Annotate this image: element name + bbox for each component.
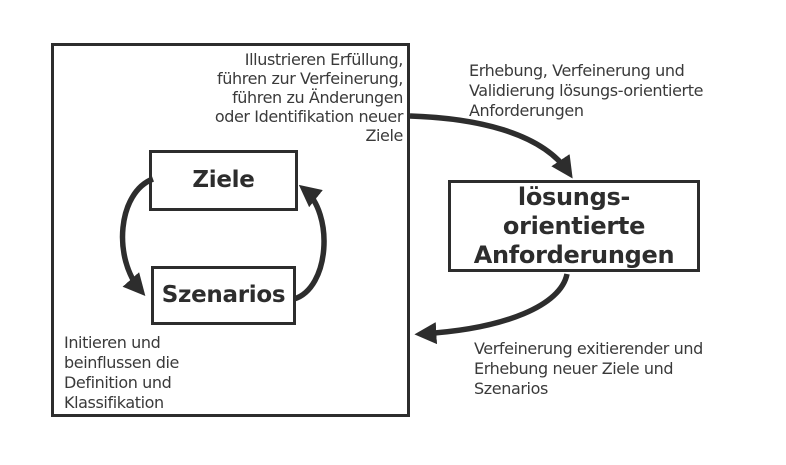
arrow-solution-requirements-to-cycle-icon [414,273,570,345]
annotation-elicitation-validation: Erhebung, Verfeinerung und Validierung l… [469,61,704,120]
szenarios-box: Szenarios [151,266,296,325]
szenarios-label: Szenarios [161,281,286,308]
solution-requirements-label: lösungs- orientierte Anforderungen [473,182,675,269]
goals-scenarios-boundary-box [51,43,410,417]
annotation-initiate-influence: Initieren und beinflussen die Definition… [64,333,179,412]
solution-requirements-box: lösungs- orientierte Anforderungen [448,180,700,272]
annotation-refinement-new-goals: Verfeinerung exitierender und Erhebung n… [474,339,703,398]
annotation-illustrate-fulfillment: Illustrieren Erfüllung, führen zur Verfe… [214,50,404,145]
arrow-cycle-to-solution-requirements-icon [409,113,573,179]
ziele-label: Ziele [192,166,255,193]
ziele-box: Ziele [149,150,298,211]
